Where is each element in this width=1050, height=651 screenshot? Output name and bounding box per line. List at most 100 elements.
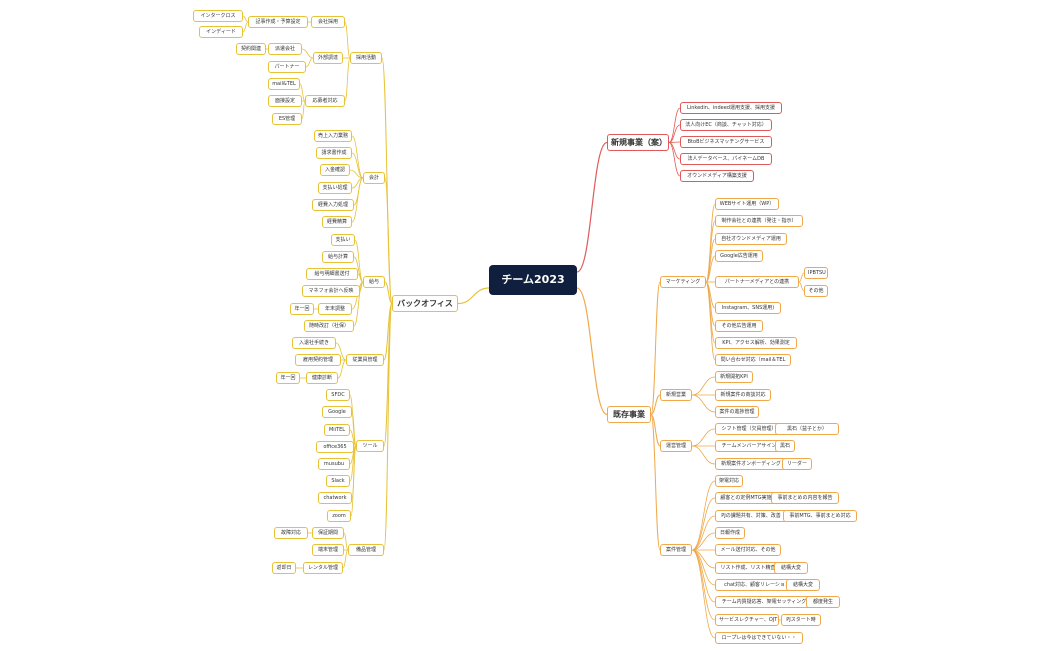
back-office-item[interactable]: 採用活動 bbox=[350, 52, 382, 64]
back-office-subitem[interactable]: 端末管理 bbox=[312, 544, 344, 556]
back-office-subitem[interactable]: 経費精算 bbox=[322, 216, 352, 228]
new-business-node[interactable]: 新規事業（案） bbox=[607, 134, 669, 151]
back-office-detail[interactable]: 故障対応 bbox=[274, 527, 308, 539]
existing-business-detail[interactable]: 黒石 bbox=[775, 440, 795, 452]
existing-business-subitem[interactable]: パートナーメディアとの連携 bbox=[715, 276, 799, 288]
existing-business-subitem[interactable]: 新規案件の商談対応 bbox=[715, 389, 771, 401]
back-office-subitem[interactable]: 保証期間 bbox=[312, 527, 344, 539]
new-business-item[interactable]: 法人向けEC（商談、チャット対応） bbox=[680, 119, 772, 131]
back-office-item[interactable]: 会計 bbox=[363, 172, 385, 184]
existing-business-subitem[interactable]: PJの課題共有、対策、改善 bbox=[715, 510, 787, 522]
connector bbox=[457, 287, 490, 305]
existing-business-detail[interactable]: 事前まとめの内容を報告 bbox=[771, 492, 839, 504]
existing-business-subitem[interactable]: サービスレクチャー、OJT bbox=[715, 614, 779, 626]
back-office-leaf[interactable]: インディード bbox=[199, 26, 243, 38]
existing-business-item[interactable]: マーケティング bbox=[660, 276, 706, 288]
new-business-item[interactable]: Linkedin、indeed運用支援、採用支援 bbox=[680, 102, 782, 114]
back-office-subitem[interactable]: 支払い bbox=[331, 234, 355, 246]
existing-business-subitem[interactable]: KPI、アクセス解析、効果測定 bbox=[715, 337, 797, 349]
existing-business-subitem[interactable]: 新規案件オンボーディング bbox=[715, 458, 787, 470]
back-office-detail[interactable]: 年一回 bbox=[276, 372, 300, 384]
back-office-subitem[interactable]: 雇用契約管理 bbox=[295, 354, 341, 366]
back-office-detail[interactable]: パートナー bbox=[268, 61, 306, 73]
existing-business-node[interactable]: 既存事業 bbox=[607, 406, 651, 423]
back-office-detail[interactable]: 面接設定 bbox=[268, 95, 302, 107]
existing-business-detail[interactable]: 都度発生 bbox=[806, 596, 840, 608]
existing-business-detail[interactable]: 結構大変 bbox=[786, 579, 820, 591]
existing-business-detail[interactable]: 黒石（益子とか） bbox=[775, 423, 839, 435]
back-office-detail[interactable]: ES管理 bbox=[272, 113, 302, 125]
existing-business-item[interactable]: 案件管理 bbox=[660, 544, 692, 556]
existing-business-subitem[interactable]: Instagram、SNS運用) bbox=[715, 302, 781, 314]
new-business-item[interactable]: 法人データベース、パイネームDB bbox=[680, 153, 772, 165]
existing-business-subitem[interactable]: シフト管理（欠員管理） bbox=[715, 423, 783, 435]
new-business-item[interactable]: オウンドメディア構築支援 bbox=[680, 170, 754, 182]
existing-business-subitem[interactable]: 新規開拓KPI bbox=[715, 371, 753, 383]
back-office-subitem[interactable]: 応募者対応 bbox=[305, 95, 345, 107]
connector bbox=[705, 281, 716, 344]
back-office-subitem[interactable]: 経費入力処理 bbox=[312, 199, 354, 211]
existing-business-detail[interactable]: その他 bbox=[804, 285, 828, 297]
back-office-subitem[interactable]: chatwork bbox=[318, 492, 352, 504]
back-office-subitem[interactable]: 請求書作成 bbox=[316, 147, 352, 159]
back-office-item[interactable]: 給与 bbox=[363, 276, 385, 288]
back-office-leaf[interactable]: インタークロス bbox=[193, 10, 243, 22]
back-office-subitem[interactable]: 外部調達 bbox=[313, 52, 343, 64]
back-office-subitem[interactable]: SFDC bbox=[326, 389, 350, 401]
existing-business-item[interactable]: 新規営業 bbox=[660, 389, 692, 401]
connector bbox=[650, 414, 661, 551]
root-node[interactable]: チーム2023 bbox=[489, 265, 577, 295]
new-business-item[interactable]: BtoBビジネスマッチングサービス bbox=[680, 136, 772, 148]
back-office-subitem[interactable]: 給与計算 bbox=[322, 251, 354, 263]
back-office-detail[interactable]: mail&TEL bbox=[268, 78, 300, 90]
existing-business-subitem[interactable]: ロープレは今はできていない・・ bbox=[715, 632, 803, 644]
back-office-subitem[interactable]: Slack bbox=[326, 475, 350, 487]
back-office-subitem[interactable]: MiiTEL bbox=[324, 424, 350, 436]
back-office-subitem[interactable]: 年末調整 bbox=[318, 303, 352, 315]
existing-business-detail[interactable]: IPBTSU bbox=[804, 267, 828, 279]
back-office-item[interactable]: 従業員管理 bbox=[346, 354, 384, 366]
existing-business-detail[interactable]: PJスタート時 bbox=[781, 614, 821, 626]
back-office-item[interactable]: 備品管理 bbox=[348, 544, 384, 556]
existing-business-item[interactable]: 運営管理 bbox=[660, 440, 692, 452]
existing-business-subitem[interactable]: その他広告運用 bbox=[715, 320, 763, 332]
back-office-detail[interactable]: 派遣会社 bbox=[268, 43, 302, 55]
back-office-subitem[interactable]: musubu bbox=[318, 458, 350, 470]
back-office-subitem[interactable]: 支払い処理 bbox=[318, 182, 352, 194]
back-office-detail[interactable]: 記事作成・予算設定 bbox=[248, 16, 308, 28]
back-office-detail[interactable]: 返却日 bbox=[272, 562, 296, 574]
back-office-subitem[interactable]: office365 bbox=[316, 441, 354, 453]
existing-business-subitem[interactable]: Google広告運用 bbox=[715, 250, 763, 262]
existing-business-subitem[interactable]: チーム内質疑応答、架電セッティング bbox=[715, 596, 813, 608]
existing-business-subitem[interactable]: チームメンバーアサイン bbox=[715, 440, 783, 452]
back-office-subitem[interactable]: 売上入力業務 bbox=[314, 130, 352, 142]
existing-business-subitem[interactable]: 顧客との定例MTG実施 bbox=[715, 492, 777, 504]
back-office-subitem[interactable]: マネフォ会計へ反映 bbox=[302, 285, 360, 297]
existing-business-subitem[interactable]: 日報作成 bbox=[715, 527, 745, 539]
back-office-leaf[interactable]: 契約関連 bbox=[236, 43, 266, 55]
existing-business-subitem[interactable]: 問い合わせ対応（mail＆TEL bbox=[715, 354, 791, 366]
back-office-detail[interactable]: 年一回 bbox=[290, 303, 314, 315]
existing-business-subitem[interactable]: リスト作成、リスト精査 bbox=[715, 562, 781, 574]
back-office-subitem[interactable]: 会社採用 bbox=[311, 16, 345, 28]
back-office-subitem[interactable]: 給与明細書送付 bbox=[306, 268, 358, 280]
back-office-subitem[interactable]: レンタル管理 bbox=[303, 562, 343, 574]
back-office-subitem[interactable]: 随時改訂（社保） bbox=[304, 320, 354, 332]
existing-business-subitem[interactable]: 自社オウンドメディア運用 bbox=[715, 233, 787, 245]
existing-business-subitem[interactable]: chat対応、顧客リレーション bbox=[715, 579, 799, 591]
existing-business-detail[interactable]: 事前MTG、事前まとめ対応 bbox=[783, 510, 857, 522]
existing-business-subitem[interactable]: WEBサイト運用（WP） bbox=[715, 198, 779, 210]
existing-business-subitem[interactable]: 案件の進捗管理 bbox=[715, 406, 759, 418]
back-office-subitem[interactable]: 入退社手続き bbox=[292, 337, 336, 349]
back-office-subitem[interactable]: zoom bbox=[327, 510, 351, 522]
existing-business-subitem[interactable]: 架電対応 bbox=[715, 475, 743, 487]
existing-business-subitem[interactable]: 制作会社との連携（発注・指示） bbox=[715, 215, 803, 227]
back-office-subitem[interactable]: 入金確認 bbox=[320, 164, 350, 176]
back-office-node[interactable]: バックオフィス bbox=[392, 295, 458, 312]
existing-business-detail[interactable]: 結構大変 bbox=[774, 562, 808, 574]
back-office-item[interactable]: ツール bbox=[356, 440, 384, 452]
existing-business-detail[interactable]: リーダー bbox=[782, 458, 812, 470]
existing-business-subitem[interactable]: メール送付対応、その他 bbox=[715, 544, 781, 556]
back-office-subitem[interactable]: 健康診断 bbox=[306, 372, 338, 384]
back-office-subitem[interactable]: Google bbox=[322, 406, 352, 418]
